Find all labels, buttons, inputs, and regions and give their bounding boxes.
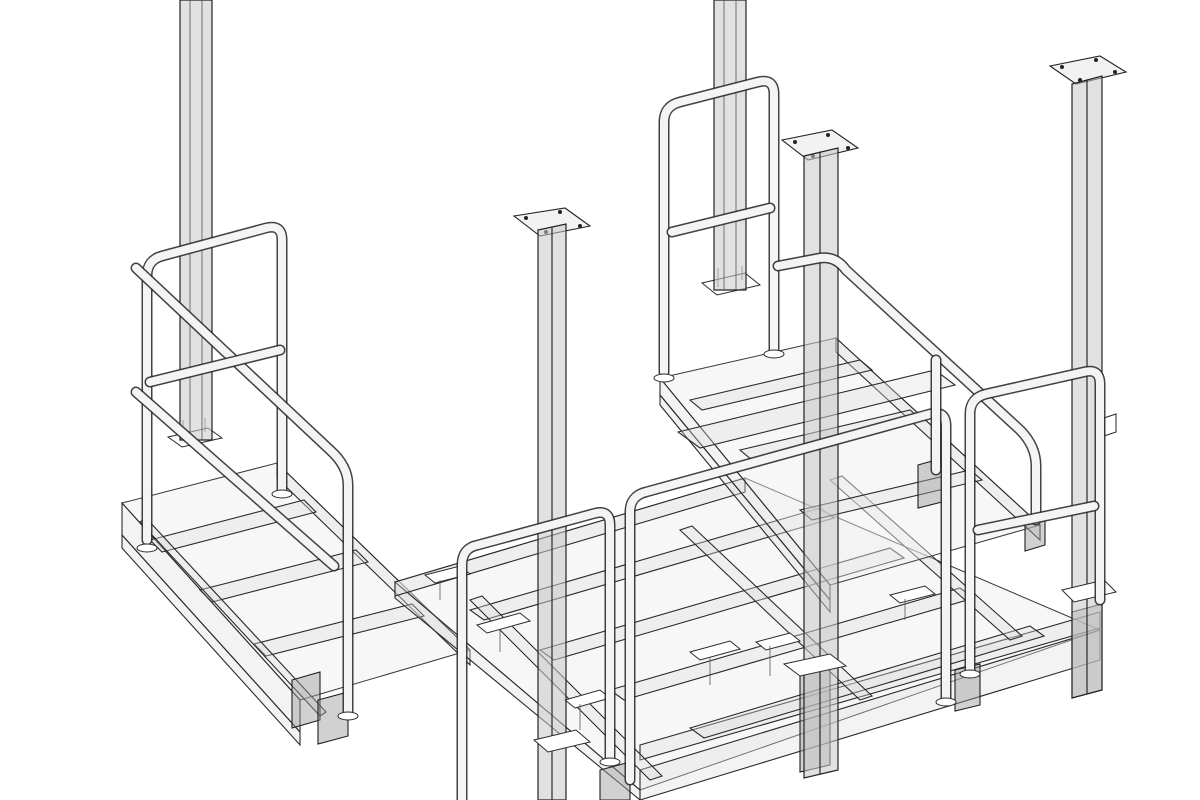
left-handrail	[130, 221, 354, 721]
hanger-post-center	[512, 207, 592, 800]
center-right-handrail	[624, 407, 952, 786]
left-walkway-frame	[121, 418, 471, 747]
right-handrail	[772, 252, 1106, 678]
upper-handrail	[658, 75, 780, 378]
center-left-handrail	[456, 507, 616, 800]
hanger-post-right-front	[780, 129, 860, 779]
rail-foot-bases	[136, 349, 981, 767]
hanger-post-back	[713, 0, 747, 291]
